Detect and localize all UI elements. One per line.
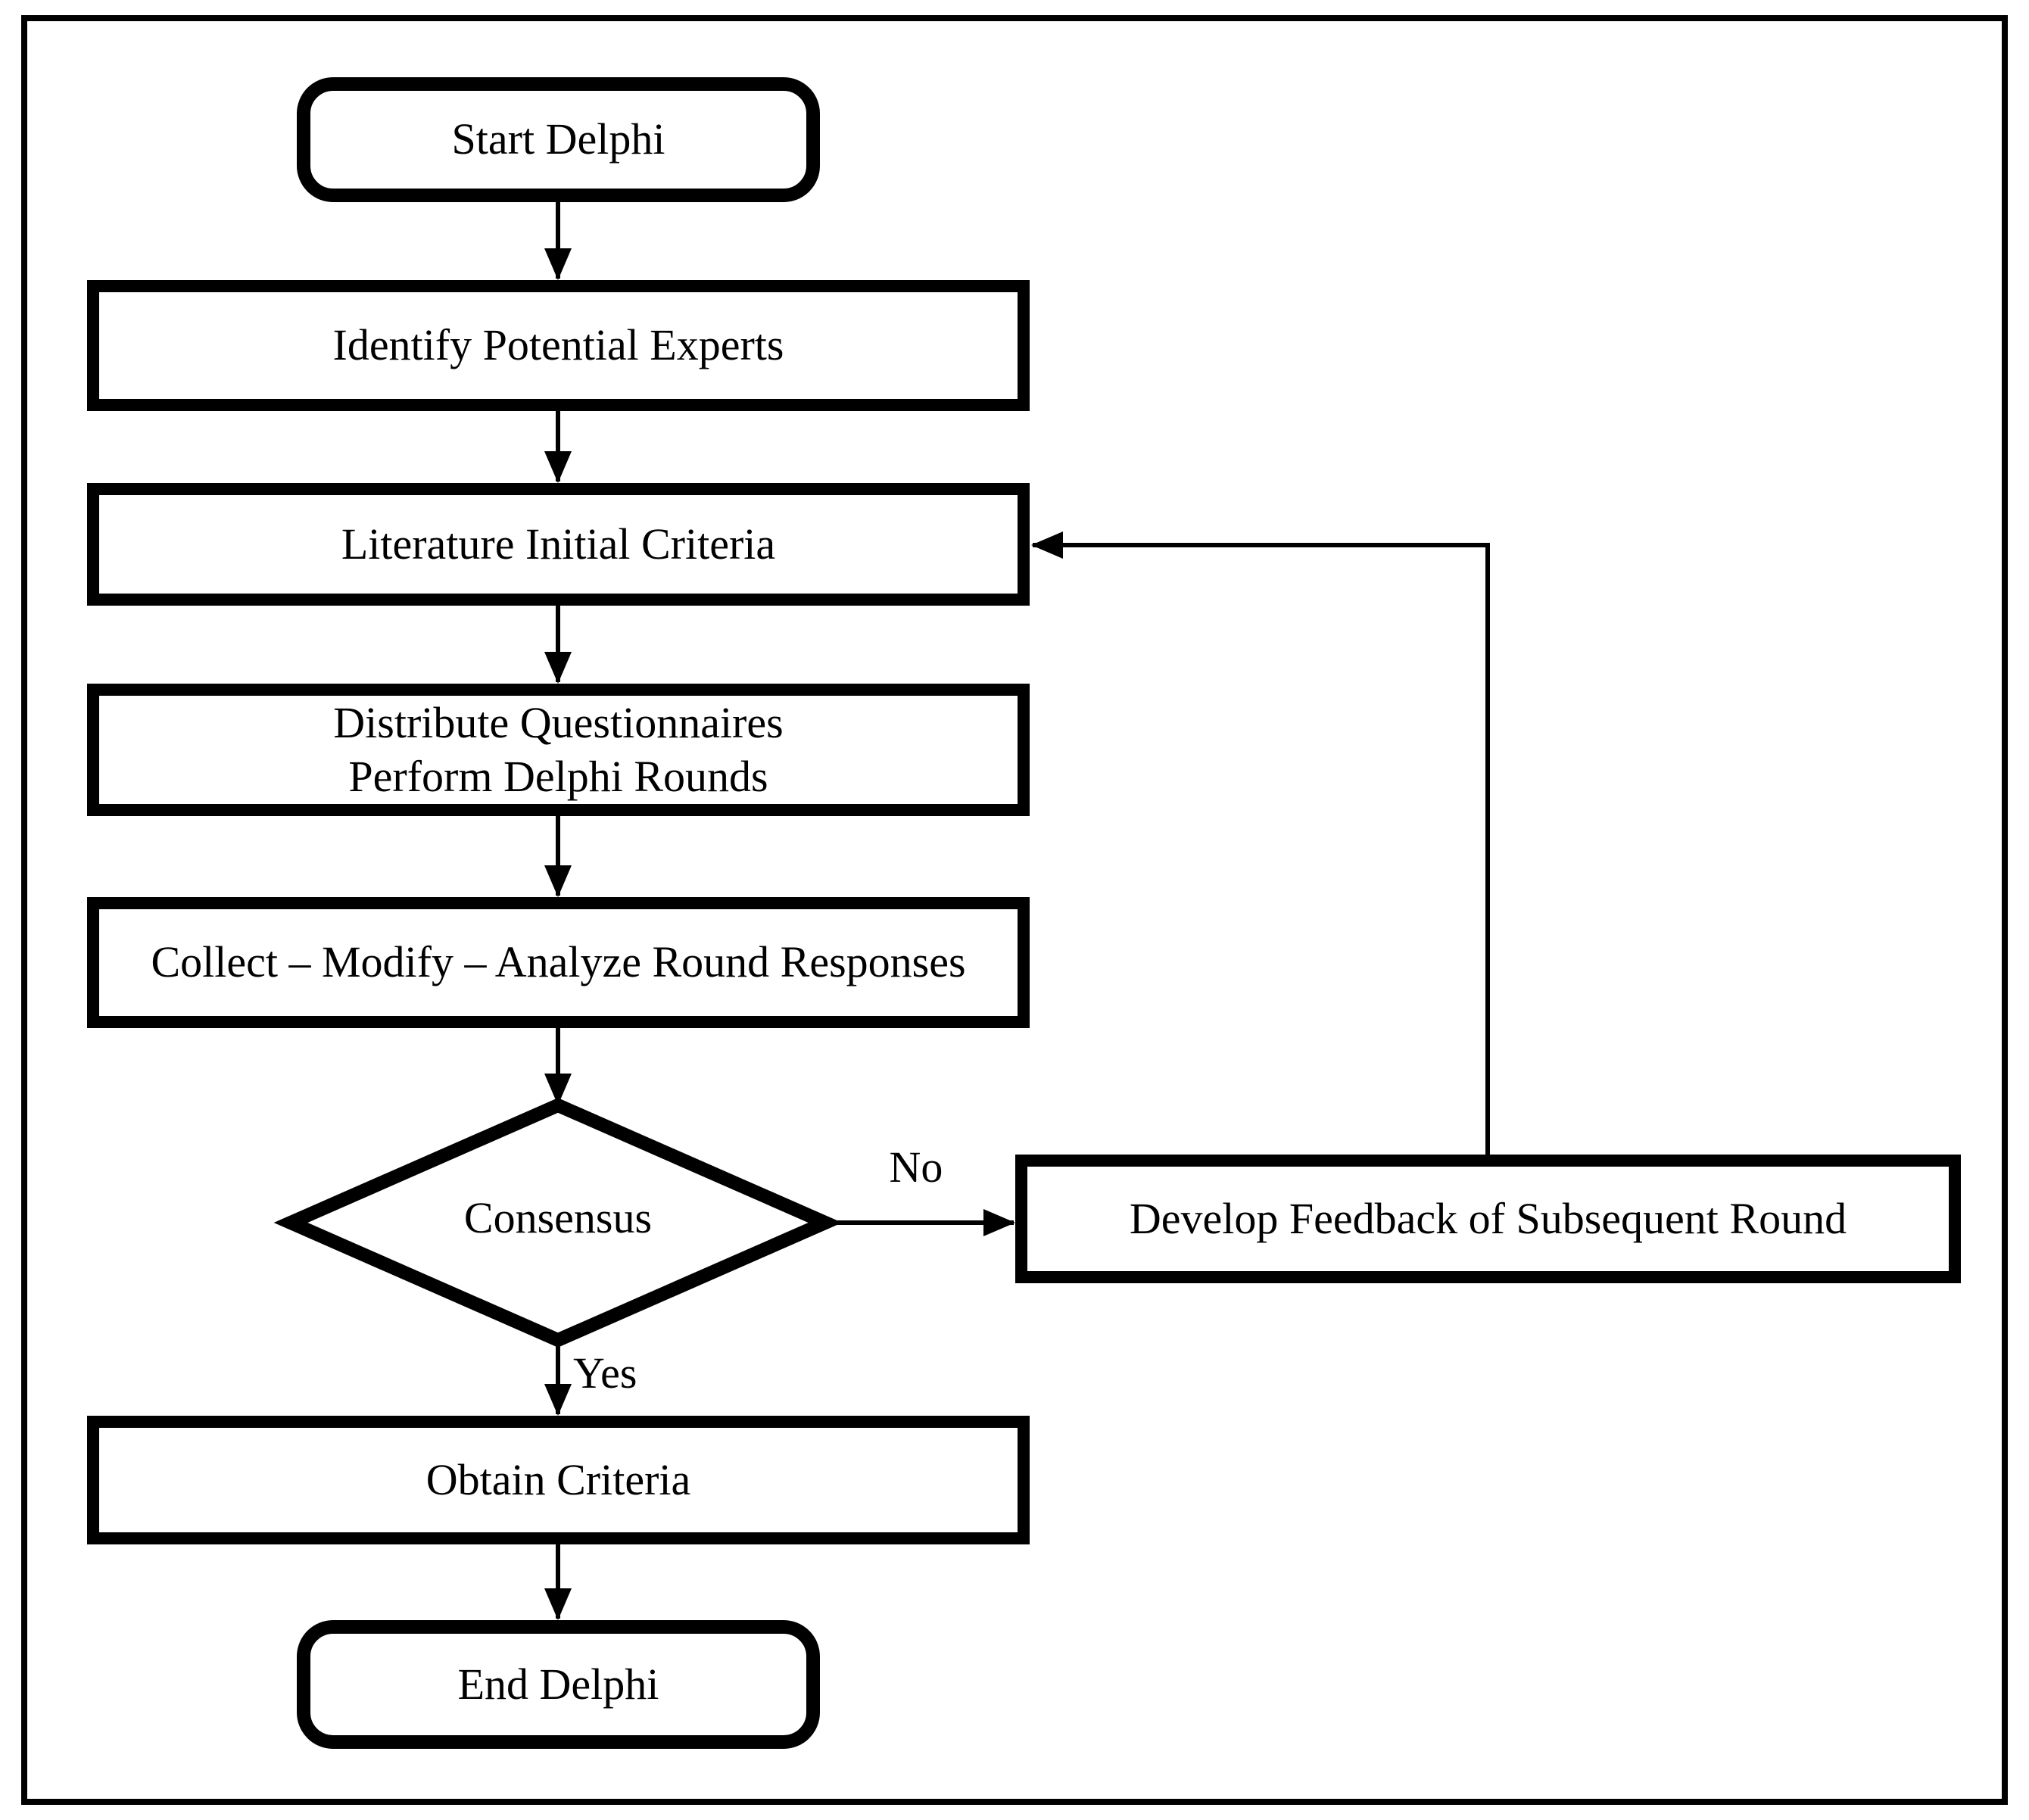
node-identify-potential-experts-label: Identify Potential Experts bbox=[332, 320, 784, 370]
node-literature-initial-criteria: Literature Initial Criteria bbox=[87, 483, 1030, 606]
node-start-delphi-label: Start Delphi bbox=[451, 114, 665, 164]
edge-consensus-no-to-develop bbox=[825, 1209, 1015, 1236]
edge-consensus-yes-to-obtain bbox=[544, 1340, 572, 1416]
edge-label-no: No bbox=[889, 1142, 943, 1192]
node-obtain-criteria-label: Obtain Criteria bbox=[425, 1454, 691, 1504]
node-develop-feedback: Develop Feedback of Subsequent Round bbox=[1015, 1155, 1961, 1283]
node-literature-initial-criteria-label: Literature Initial Criteria bbox=[341, 519, 776, 569]
edge-identify-to-literature bbox=[544, 411, 572, 483]
node-collect-modify-analyze-label: Collect – Modify – Analyze Round Respons… bbox=[151, 937, 966, 987]
node-identify-potential-experts: Identify Potential Experts bbox=[87, 280, 1030, 411]
node-develop-feedback-label: Develop Feedback of Subsequent Round bbox=[1129, 1193, 1847, 1243]
node-end-delphi: End Delphi bbox=[297, 1620, 820, 1749]
diagram-frame bbox=[21, 15, 2008, 1805]
edge-label-yes: Yes bbox=[573, 1348, 637, 1398]
node-obtain-criteria: Obtain Criteria bbox=[87, 1416, 1030, 1544]
node-distribute-questionnaires: Distribute Questionnaires Perform Delphi… bbox=[87, 684, 1030, 816]
edge-start-to-identify bbox=[544, 202, 572, 280]
edge-develop-to-literature-feedback bbox=[1031, 531, 1490, 1157]
node-collect-modify-analyze: Collect – Modify – Analyze Round Respons… bbox=[87, 897, 1030, 1028]
node-start-delphi: Start Delphi bbox=[297, 77, 820, 202]
node-distribute-questionnaires-line1: Distribute Questionnaires bbox=[333, 697, 784, 747]
edge-distribute-to-collect bbox=[544, 816, 572, 897]
edge-collect-to-consensus bbox=[544, 1028, 572, 1105]
node-end-delphi-label: End Delphi bbox=[457, 1659, 659, 1709]
node-distribute-questionnaires-line2: Perform Delphi Rounds bbox=[348, 751, 768, 801]
edge-literature-to-distribute bbox=[544, 606, 572, 684]
edge-obtain-to-end bbox=[544, 1544, 572, 1620]
node-consensus-label: Consensus bbox=[463, 1193, 653, 1242]
